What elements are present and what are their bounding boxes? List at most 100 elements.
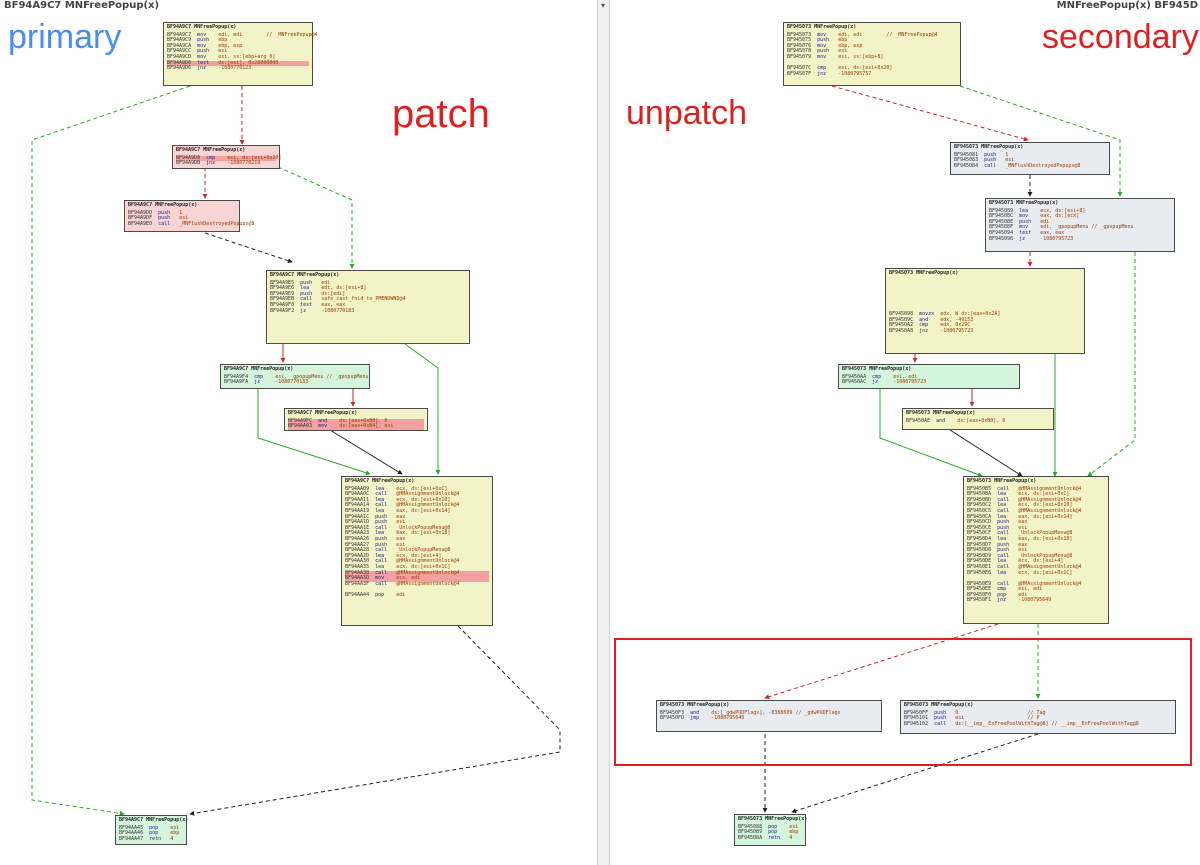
asm-line[interactable]: BF94AA1D push esi [345, 519, 489, 526]
asm-line[interactable]: BF9450C5 call @HMAssignmentUnlock@4 [967, 508, 1105, 515]
asm-line[interactable]: BF9450C2 lea ecx, ds:[esi+0x10] [967, 503, 1105, 509]
secondary-graph-pane[interactable]: MNFreePopup(x) BF945D secondary unpatch … [610, 0, 1200, 865]
asm-line[interactable]: BF9450DE lea ecx, ds:[esi+4] [967, 559, 1105, 565]
asm-line[interactable]: BF9450FD jmp -1080795640 [660, 715, 878, 722]
asm-line[interactable]: BF945081 push 1 [954, 152, 1106, 159]
asm-line[interactable]: BF94AA23 lea eax, ds:[esi+0x18] [345, 531, 489, 537]
asm-line[interactable]: BF94AA45 pop esi [119, 825, 183, 832]
asm-line[interactable]: BF94AA14 call @HMAssignmentUnlock@4 [345, 503, 489, 509]
asm-line[interactable]: BF94AA28 call _UnlockPopupMenu@8 [345, 547, 489, 554]
asm-line[interactable]: BF94A9E0 call _MNFlushDestroyedPopups@8 [128, 221, 254, 228]
secondary-block-pud-flags[interactable]: BF945073 MNFreePopup(x)BF9450F3 and ds:[… [656, 700, 882, 732]
asm-line[interactable]: BF945075 push ebp [787, 37, 957, 44]
asm-line[interactable]: BF94A9D8 cmp esi, ds:[esi+0x20] [176, 155, 281, 162]
asm-line[interactable]: BF94A9CD mov esi, ss:[ebp+arg_0] [167, 54, 309, 61]
asm-line[interactable]: BF94508A retn 4 [738, 835, 802, 842]
asm-line[interactable]: BF94AA35 lea ecx, ds:[esi+0x1C] [345, 564, 489, 571]
asm-line[interactable]: BF94AA3F call @HMAssignmentUnlock@4 [345, 581, 489, 588]
asm-line[interactable]: BF94AA26 push eax [345, 536, 489, 543]
asm-line[interactable]: BF9450D9 call _UnlockPopupMenu@8 [967, 553, 1105, 560]
asm-line[interactable]: BF9450E9 call @HMAssignmentUnlock@4 [967, 581, 1105, 588]
asm-line[interactable]: BF94AA1E call _UnlockPopupMenu@8 [345, 525, 489, 532]
asm-line[interactable]: BF945076 mov ebp, esp [787, 43, 957, 50]
asm-line[interactable]: BF945101 push esi // P [904, 715, 1172, 722]
asm-line[interactable]: BF94A9DD push 1 [128, 210, 236, 217]
asm-line[interactable]: BF94AA19 lea eax, ds:[esi+0x14] [345, 508, 489, 515]
asm-line[interactable]: BF9450B5 call @HMAssignmentUnlock@4 [967, 486, 1105, 493]
asm-line[interactable]: BF945094 test eax, eax [989, 230, 1171, 237]
primary-block-gpopup[interactable]: BF94A9C7 MNFreePopup(x)BF94A9F4 cmp esi,… [220, 364, 370, 389]
asm-line[interactable]: BF94AA11 lea ecx, ds:[esi+0x10] [345, 497, 489, 504]
asm-line[interactable]: BF945083 push esi [954, 157, 1106, 164]
asm-line[interactable]: BF94508E push edi [989, 219, 1171, 226]
asm-line[interactable]: BF9450CE push esi [967, 525, 1105, 532]
asm-line[interactable]: BF94A9FC and ds:[eax+0xB0], 0 [288, 418, 424, 425]
asm-line[interactable]: BF945088 pop esi [738, 824, 802, 831]
asm-line[interactable]: BF9450AE and ds:[eax+0xB0], 0 [906, 418, 1050, 425]
asm-line[interactable]: BF94A9C7 mov edi, edi // _MNFreePopup@4 [167, 32, 318, 39]
primary-block-cast[interactable]: BF94A9C7 MNFreePopup(x)BF94A9E5 push edi… [266, 270, 470, 344]
asm-line[interactable]: BF945073 mov edi, edi // _MNFreePopup@4 [787, 32, 957, 39]
secondary-block-and[interactable]: BF945073 MNFreePopup(x)BF9450AE and ds:[… [902, 408, 1054, 430]
asm-line[interactable]: BF94AA09 lea ecx, ds:[esi+0xC] [345, 486, 489, 493]
secondary-block-entry[interactable]: BF945073 MNFreePopup(x)BF945073 mov edi,… [783, 22, 961, 86]
asm-line[interactable]: BF94A9DB jnz -1080770219 [176, 160, 276, 167]
asm-line[interactable]: BF94A9E6 lea edi, ds:[esi+8] [270, 285, 466, 292]
asm-line[interactable]: BF94AA3D mov ecx, edi [345, 575, 489, 582]
asm-line[interactable]: BF94AA0C call @HMAssignmentUnlock@4 [345, 491, 489, 498]
asm-line[interactable]: BF94A9E5 push edi [270, 280, 466, 287]
asm-line[interactable]: BF94A9F4 cmp esi, _gpopupMenu // _gpopup… [224, 374, 369, 381]
asm-line[interactable]: BF9450CA lea eax, ds:[esi+0x14] [967, 514, 1105, 521]
asm-line[interactable]: BF94A9D0 test ds:[esi], 0x20000000 [167, 60, 309, 67]
asm-line[interactable]: BF945096 jz -1080795723 [989, 236, 1171, 243]
pane-splitter[interactable]: ▾ [597, 0, 610, 865]
asm-line[interactable]: BF9450CF call _UnlockPopupMenu@8 [967, 531, 1105, 537]
asm-line[interactable]: BF9450D8 push esi [967, 547, 1105, 554]
asm-line[interactable]: BF9450A2 cmp edx, 0x29C [889, 323, 1081, 329]
asm-line[interactable]: BF945079 mov esi, ss:[ebp+8] [787, 54, 957, 61]
asm-line[interactable]: BF94A9CA mov ebp, esp [167, 43, 309, 50]
asm-line[interactable]: BF945098 movzx edx, W ds:[eax+0x2A] [889, 311, 1081, 318]
asm-line[interactable]: BF94508F mov edi, _gpopupMenu // _gpopup… [989, 225, 1171, 231]
asm-line[interactable]: BF9450EE cmp esi, edi [967, 586, 1105, 593]
asm-line[interactable]: BF94A9F0 test eax, eax [270, 302, 466, 309]
asm-line[interactable]: BF94A9E9 push ds:[edi] [270, 291, 466, 298]
asm-line[interactable]: BF94507C cmp esi, ds:[esi+0x20] [787, 65, 957, 72]
asm-line[interactable]: BF94AA44 pop edi [345, 592, 489, 599]
secondary-block-movzx[interactable]: BF945073 MNFreePopup(x) BF945098 movzx e… [885, 268, 1085, 354]
asm-line[interactable]: BF94AA30 call @HMAssignmentUnlock@4 [345, 559, 489, 565]
asm-line[interactable]: BF9450F0 pop edi [967, 592, 1105, 599]
asm-line[interactable]: BF945089 lea ecx, ds:[esi+8] [989, 208, 1171, 215]
asm-line[interactable]: BF9450FF push 0 // Tag [904, 710, 1172, 717]
asm-line[interactable]: BF94A9EB call safe_cast_fnid_to_PMENUWND… [270, 297, 466, 303]
asm-line[interactable]: BF94A9FA jz -1080770183 [224, 379, 366, 386]
asm-line[interactable]: BF94AA27 push esi [345, 542, 489, 549]
primary-block-cmp[interactable]: BF94A9C7 MNFreePopup(x)BF94A9D8 cmp esi,… [172, 145, 281, 169]
asm-line[interactable]: BF9450E6 lea ecx, ds:[esi+0x1C] [967, 570, 1105, 577]
splitter-grip-icon[interactable]: ▾ [601, 1, 606, 10]
asm-line[interactable]: BF945089 pop ebp [738, 829, 802, 836]
secondary-block-unlock[interactable]: BF945073 MNFreePopup(x)BF9450B5 call @HM… [963, 476, 1109, 624]
asm-line[interactable]: BF94A9D6 jnz -1080770123 [167, 65, 309, 72]
asm-line[interactable]: BF94AA03 mov ds:[eax+0xB4], esi [288, 423, 424, 430]
asm-line[interactable]: BF9450CD push eax [967, 519, 1105, 526]
asm-line[interactable]: BF94509C and edx, -49153 [889, 317, 1081, 324]
asm-line[interactable]: BF94A9F2 jz -1080770183 [270, 308, 466, 315]
secondary-block-gpopup[interactable]: BF945073 MNFreePopup(x)BF945089 lea ecx,… [985, 198, 1175, 252]
asm-line[interactable]: BF94A9C9 push ebp [167, 37, 309, 44]
asm-line[interactable]: BF94A9DF push esi [128, 215, 236, 222]
asm-line[interactable]: BF945102 call ds:[__imp__ExFreePoolWithT… [904, 721, 1172, 728]
primary-block-entry[interactable]: BF94A9C7 MNFreePopup(x)BF94A9C7 mov edi,… [163, 22, 318, 86]
primary-block-unlock[interactable]: BF94A9C7 MNFreePopup(x)BF94AA09 lea ecx,… [341, 476, 493, 626]
secondary-block-freepool[interactable]: BF945073 MNFreePopup(x)BF9450FF push 0 /… [900, 700, 1176, 734]
asm-line[interactable]: BF94AA2D lea ecx, ds:[esi+4] [345, 553, 489, 560]
asm-line[interactable]: BF94AA1C push eax [345, 514, 489, 521]
asm-line[interactable]: BF945084 call _MNFlushDestroyedPopups@8 [954, 163, 1106, 170]
asm-line[interactable]: BF9450AA cmp esi, edi [842, 374, 1016, 381]
asm-line[interactable]: BF9450E1 call @HMAssignmentUnlock@4 [967, 564, 1105, 571]
asm-line[interactable]: BF94507F jnz -1080795757 [787, 71, 957, 78]
